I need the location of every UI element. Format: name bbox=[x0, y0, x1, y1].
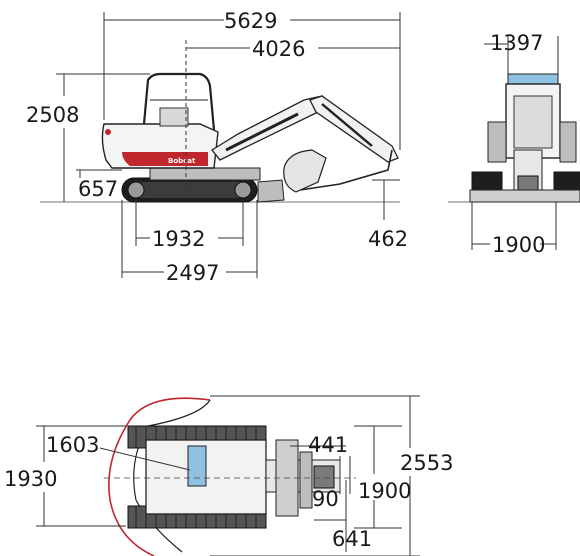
brand-label: Bobcat bbox=[168, 157, 196, 165]
front-dimensions: 1397 1900 bbox=[471, 31, 559, 257]
side-dimensions: 5629 4026 2508 657 1932 2497 462 bbox=[26, 9, 408, 285]
track-width-label: 1900 bbox=[492, 233, 545, 257]
ground-clearance-label: 657 bbox=[78, 177, 118, 201]
boom-offset-a-label: 441 bbox=[308, 433, 348, 457]
tumbler-length-label: 1932 bbox=[152, 227, 205, 251]
excavator-front-icon bbox=[448, 73, 580, 203]
boom-offset-c-label: 641 bbox=[332, 527, 372, 551]
track-length-label: 2497 bbox=[166, 261, 219, 285]
cab-width-label: 1397 bbox=[490, 31, 543, 55]
blade-width-label: 1900 bbox=[358, 479, 411, 503]
top-dimensions: 2553 1900 1930 1603 441 90 641 bbox=[4, 395, 453, 556]
tail-swing-label: 1930 bbox=[4, 467, 57, 491]
excavator-side-icon: Bobcat bbox=[40, 72, 400, 203]
boom-reach-label: 4026 bbox=[252, 37, 305, 61]
digging-offset-label: 462 bbox=[368, 227, 408, 251]
overall-length-label: 5629 bbox=[224, 9, 277, 33]
cab-dim-label: 1603 bbox=[46, 433, 99, 457]
swing-width-label: 2553 bbox=[400, 451, 453, 475]
height-label: 2508 bbox=[26, 103, 79, 127]
boom-offset-b-label: 90 bbox=[312, 487, 339, 511]
excavator-top-icon bbox=[104, 397, 356, 556]
